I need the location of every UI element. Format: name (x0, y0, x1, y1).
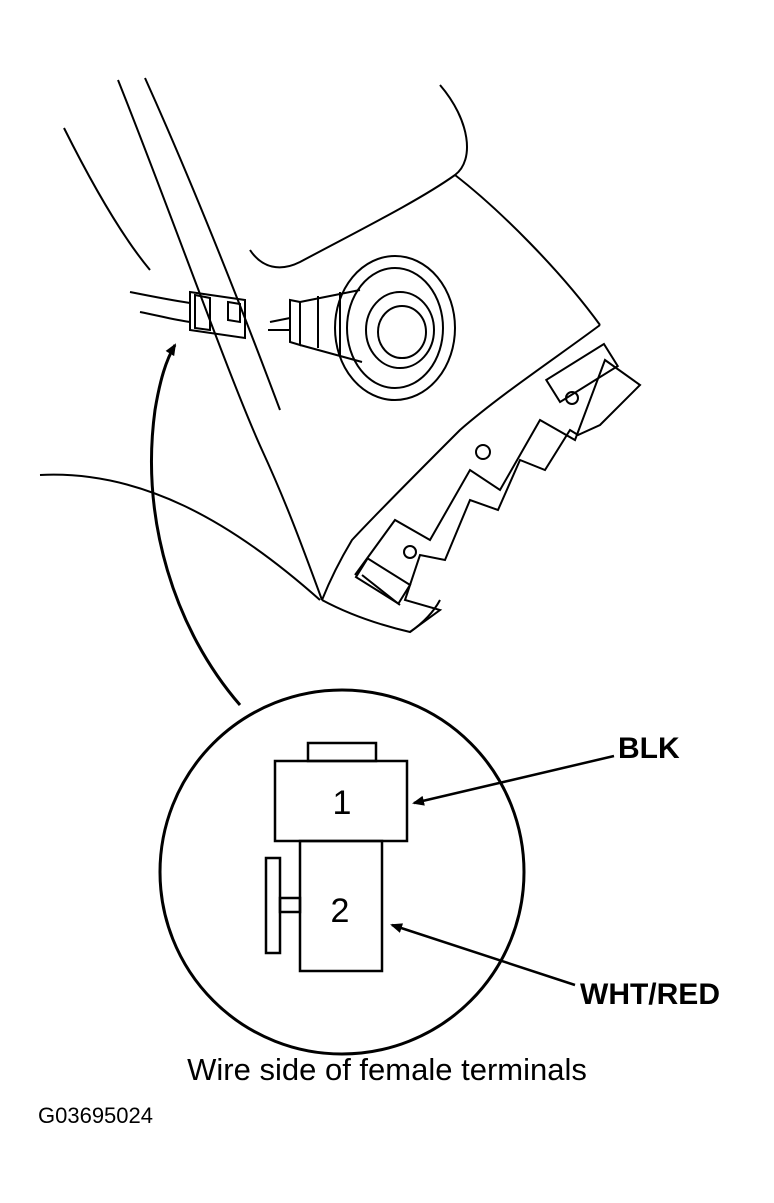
dash-panel (39, 77, 601, 634)
harness-connector (129, 290, 246, 340)
wire-color-label-whtred: WHT/RED (580, 978, 720, 1011)
detail-circle (158, 688, 526, 1056)
callout-pointer (150, 343, 242, 706)
panel-brackets (354, 342, 642, 633)
switch-assembly (268, 255, 456, 401)
figure-id: G03695024 (38, 1103, 153, 1128)
diagram-caption: Wire side of female terminals (187, 1052, 587, 1087)
terminal-2 (264, 839, 384, 973)
blk-leader-arrow (412, 754, 615, 806)
whtred-leader-arrow (390, 923, 576, 987)
terminal-1-number: 1 (333, 784, 352, 822)
wire-color-label-blk: BLK (618, 732, 680, 765)
terminal-2-number: 2 (331, 892, 350, 930)
